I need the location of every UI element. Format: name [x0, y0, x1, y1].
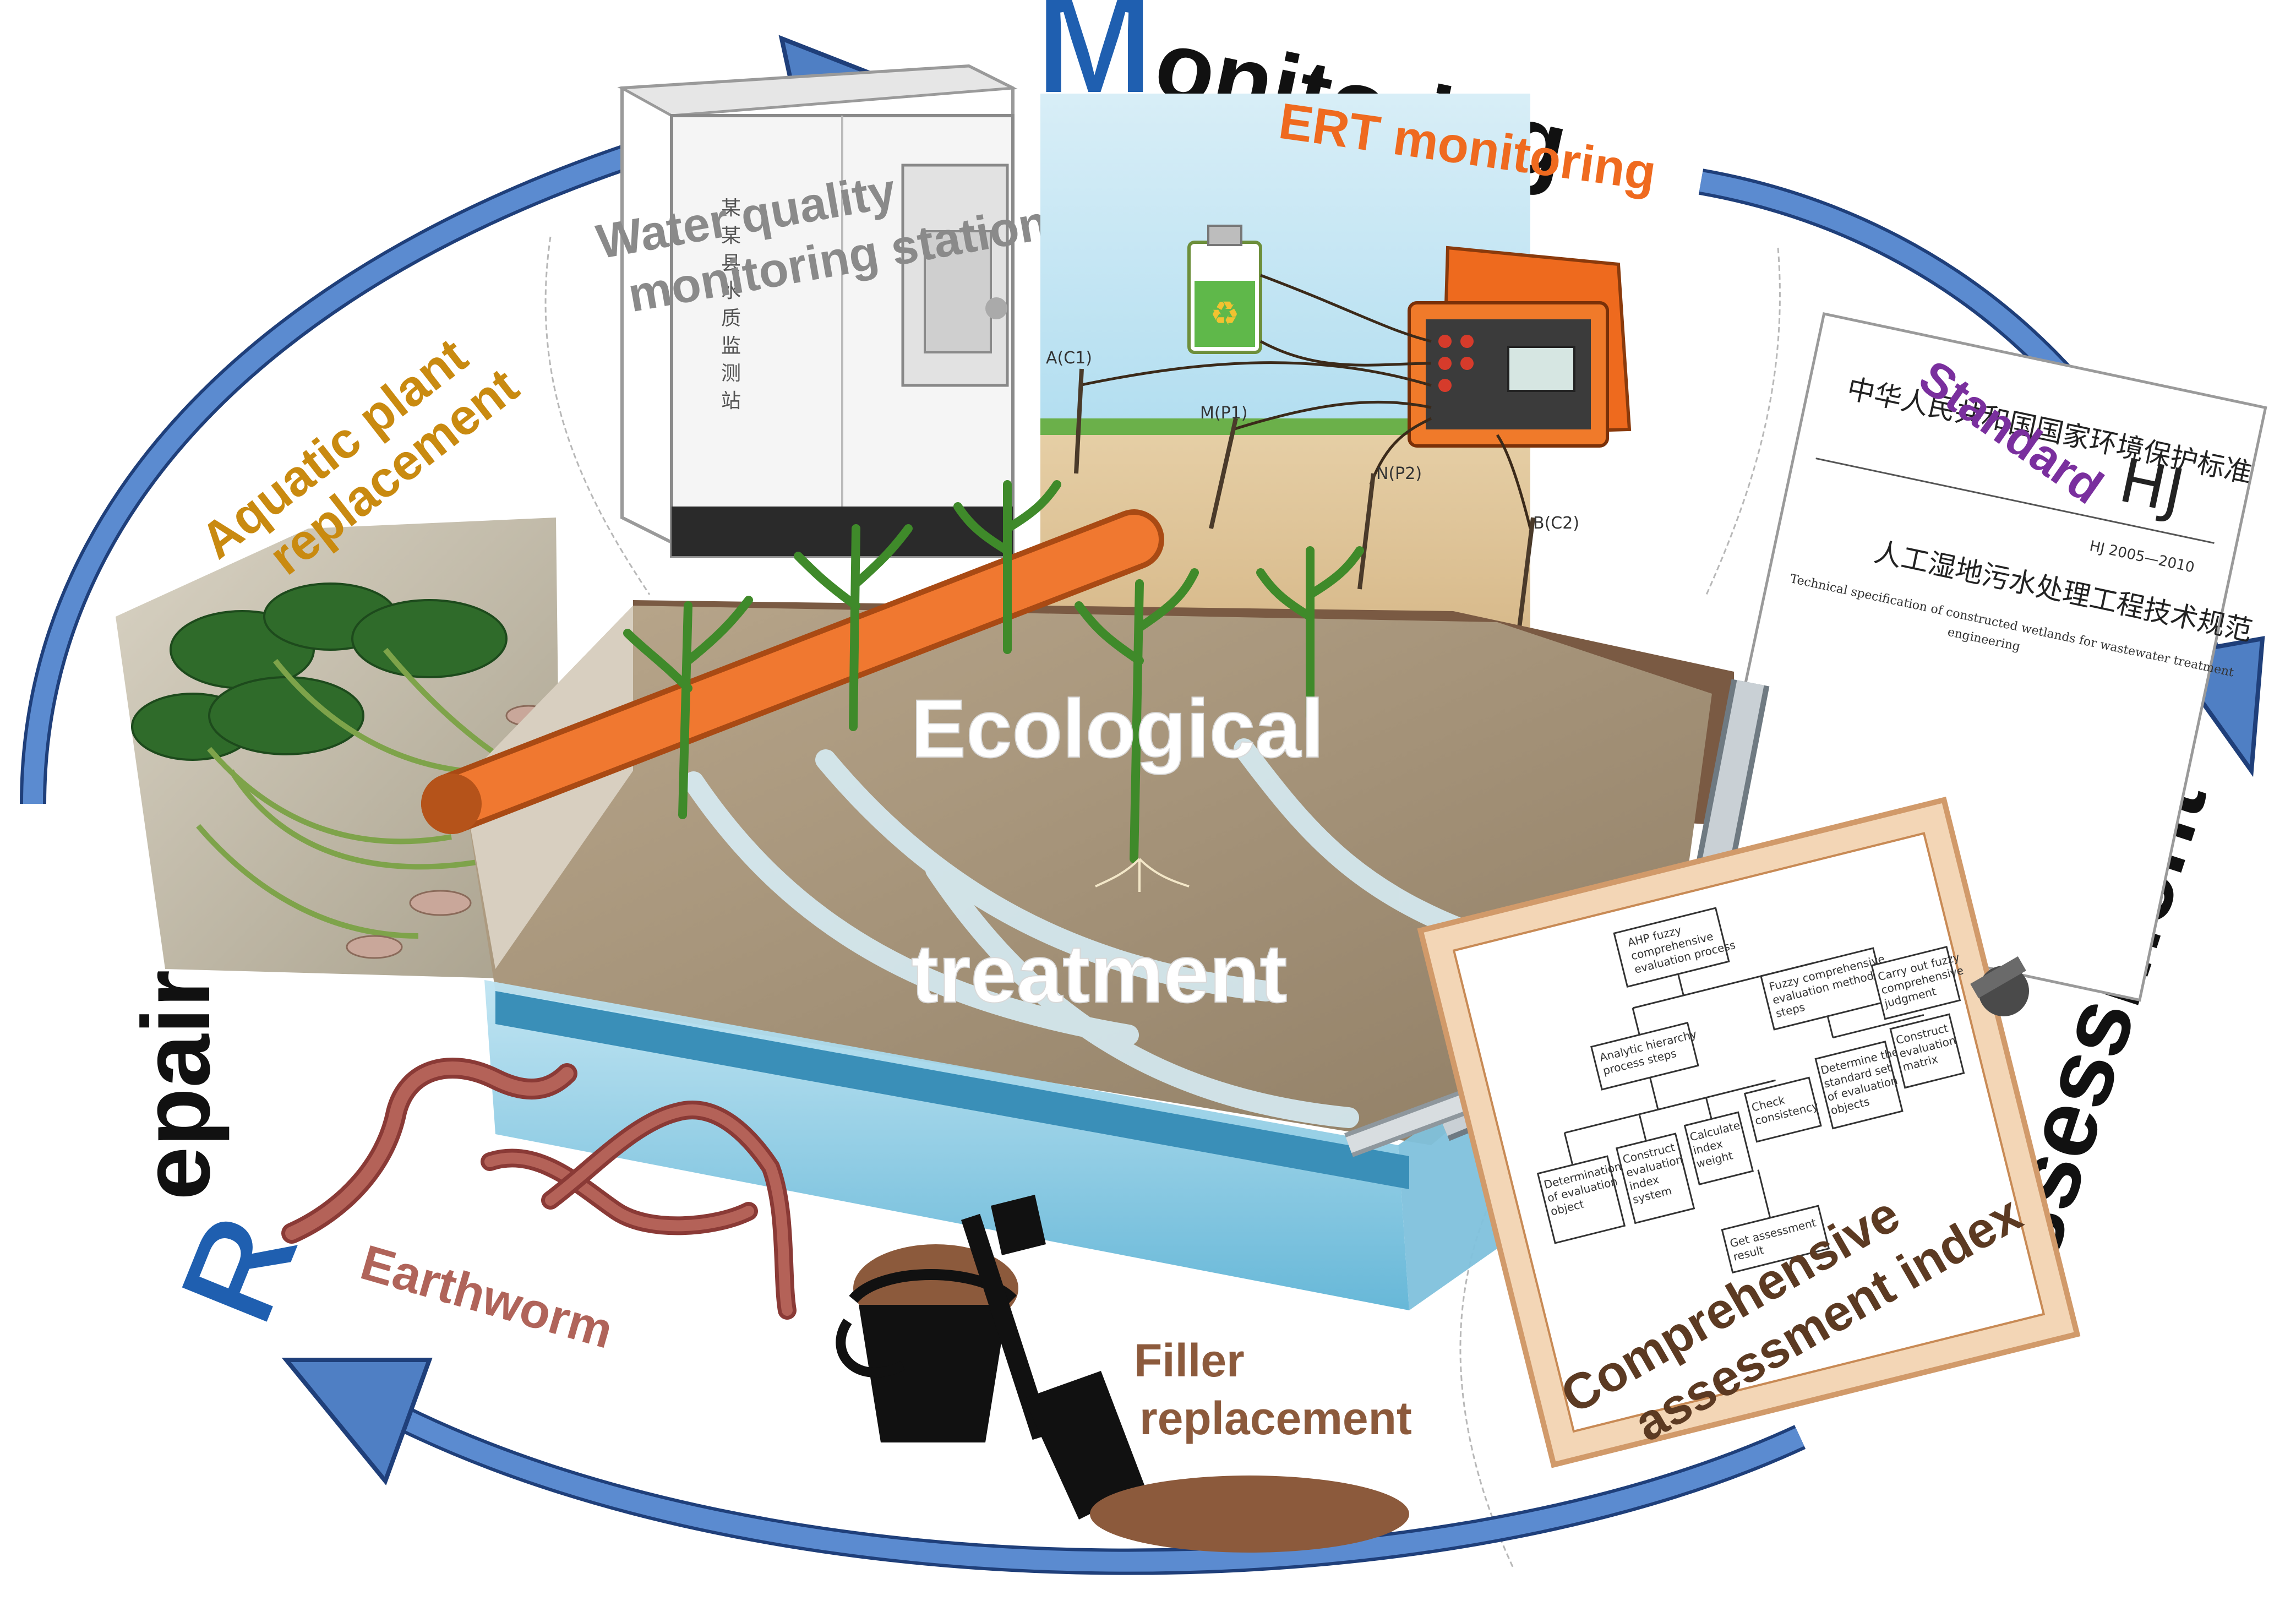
station-sign-text: 某 某 县 水 质 监 测 站: [721, 197, 741, 412]
aquatic-plant-photo: [116, 518, 561, 980]
station-sign-char: 测: [721, 362, 741, 385]
ert-electrodes: [1074, 368, 1535, 628]
ert-cables: [1078, 274, 1532, 529]
stage-label-repair: R epair: [123, 970, 330, 1345]
station-sign-char: 某: [721, 197, 741, 220]
flowchart: AHP fuzzy comprehensive evaluation proce…: [1536, 907, 1965, 1274]
station-sign-char: 站: [721, 390, 741, 412]
ert-instrument: [1408, 246, 1632, 448]
station-sign-char: 县: [721, 252, 741, 275]
filler-line2: replacement: [1139, 1392, 1412, 1444]
electrode-m: M(P1): [1200, 404, 1247, 423]
bucket-shovel-icon: [836, 1195, 1409, 1553]
station-sign-char: 质: [721, 307, 741, 330]
water-quality-station: 某 某 县 水 质 监 测 站: [617, 64, 1018, 558]
reed-plants: [623, 480, 1364, 863]
station-sign-char: 监: [721, 335, 741, 357]
earthworms: [281, 1058, 797, 1320]
reed-roots: [1095, 858, 1190, 892]
electrode-b: B(C2): [1533, 514, 1579, 533]
constructed-wetland: [421, 480, 1770, 1310]
electrode-a: A(C1): [1046, 349, 1092, 368]
binder-clip: [1970, 956, 2029, 1016]
center-line1: Ecological: [911, 682, 1324, 775]
ert-battery: ♻: [1187, 225, 1262, 354]
repair-initial: R: [149, 1194, 328, 1343]
electrode-n: N(P2): [1376, 464, 1422, 483]
filler-line1: Filler: [1134, 1335, 1245, 1386]
standard-code: HJ: [2114, 445, 2190, 527]
cycle-arrows: [20, 35, 2265, 1575]
label-filler-replacement: Filler replacement: [1134, 1335, 1412, 1444]
svg-text:♻: ♻: [1210, 295, 1240, 332]
arrowhead-repair: [281, 1358, 433, 1485]
label-earthworm: Earthworm: [355, 1235, 618, 1359]
station-sign-char: 某: [721, 225, 741, 247]
repair-rest: epair: [123, 970, 230, 1200]
inflow-pipe: [421, 509, 1164, 834]
water-flow-arrows: [683, 738, 1524, 1128]
center-title: Ecological treatment: [910, 682, 1324, 1020]
center-line2: treatment: [911, 927, 1288, 1020]
station-sign-char: 水: [721, 280, 741, 302]
assessment-clipboard: AHP fuzzy comprehensive evaluation proce…: [1417, 796, 2081, 1468]
